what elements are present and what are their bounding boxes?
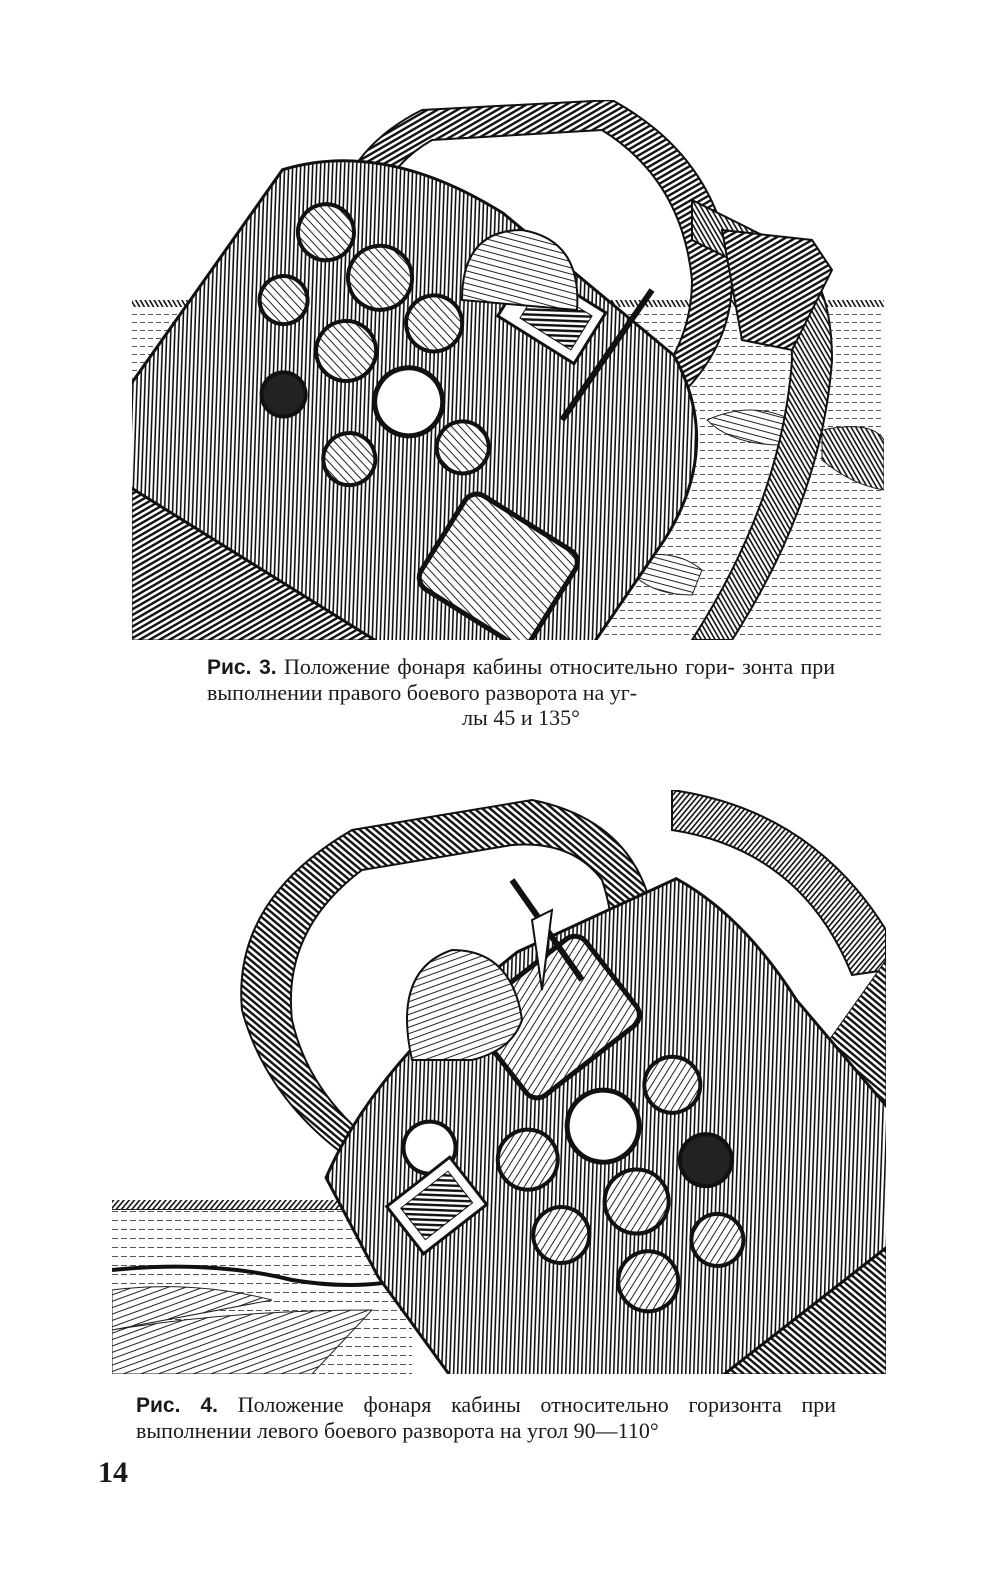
figure-4-caption-line-1: Положение фонаря кабины относительно гор… (237, 1392, 782, 1417)
figure-4-label: Рис. 4. (136, 1394, 218, 1417)
figure-3-caption-line-2: зонта при выполнении правого боевого раз… (207, 654, 836, 705)
figure-4-illustration (112, 790, 886, 1374)
figure-3-cockpit-drawing (132, 100, 884, 640)
figure-4-caption-line-2: при выполнении левого боевого разворота … (136, 1392, 836, 1443)
figure-4-cockpit-drawing (112, 790, 886, 1374)
figure-3-caption: Рис. 3. Положение фонаря кабины относите… (207, 654, 835, 730)
figure-3-caption-line-3: лы 45 и 135° (462, 705, 580, 730)
figure-3-caption-line-1: Положение фонаря кабины относительно гор… (283, 654, 735, 679)
figure-4-caption: Рис. 4. Положение фонаря кабины относите… (136, 1392, 836, 1443)
page-number: 14 (98, 1456, 128, 1489)
figure-3-label: Рис. 3. (207, 656, 277, 679)
figure-3-illustration (132, 100, 884, 640)
